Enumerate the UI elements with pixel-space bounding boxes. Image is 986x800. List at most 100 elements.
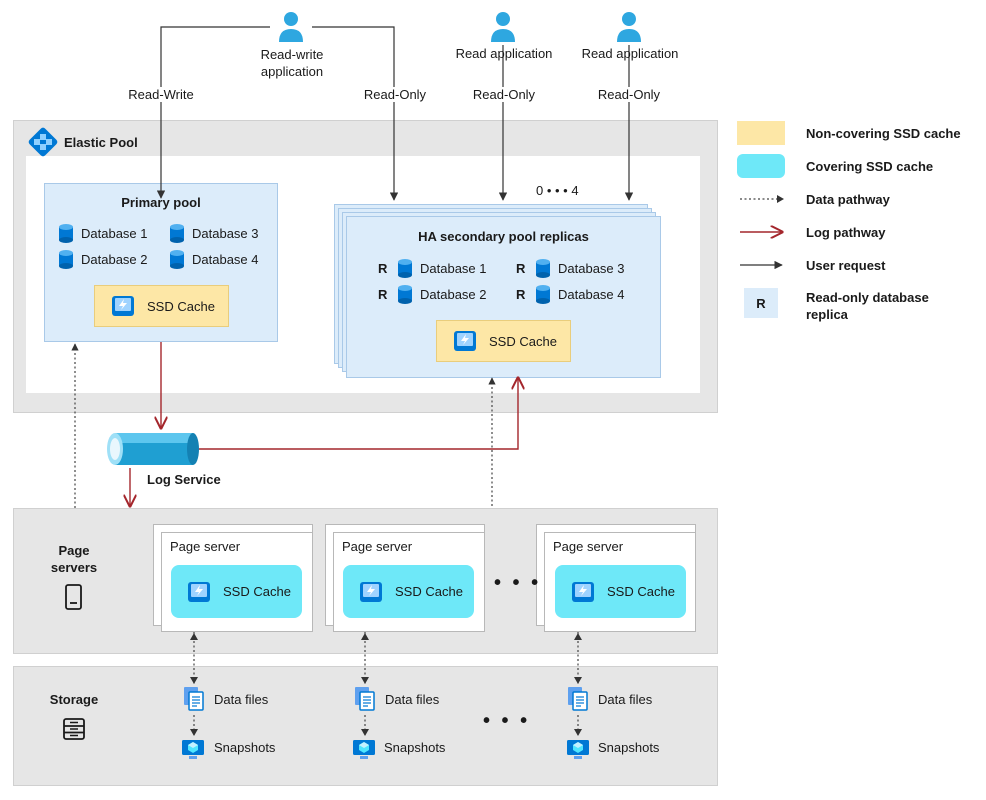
ssd-cache-label: SSD Cache [607, 584, 675, 599]
page-servers-title: Page servers [50, 543, 98, 575]
data-files-label: Data files [385, 692, 440, 707]
primary-db-label: Database 1 [81, 226, 148, 241]
primary-ssd-cache: SSD Cache [94, 285, 229, 327]
edge-label-read-only: Read-Only [356, 87, 434, 102]
ssd-cache-label: SSD Cache [147, 298, 215, 314]
secondary-db-4: R Database 4 [516, 285, 625, 304]
database-icon [59, 224, 73, 243]
log-path-service-to-replicas [196, 378, 518, 450]
storage-ellipsis: • • • [483, 710, 531, 732]
snapshots-icon [567, 740, 589, 759]
read-write-app-label: Read-write application [260, 47, 324, 79]
storage-icon [63, 718, 85, 740]
read-app-label: Read application [455, 46, 553, 61]
page-server-ssd-cache: SSD Cache [171, 565, 302, 618]
elastic-pool-icon [28, 127, 58, 157]
replica-range: 0 • • • 4 [536, 183, 579, 198]
data-path-file2-arrowhead [361, 729, 369, 736]
ssd-icon [454, 331, 476, 351]
log-service-pipe-icon [107, 433, 199, 465]
page-server-ssd-cache: SSD Cache [343, 565, 474, 618]
snapshots-icon [353, 740, 375, 759]
database-icon [398, 259, 412, 278]
edge-label-read-only: Read-Only [590, 87, 668, 102]
ssd-icon [112, 296, 134, 316]
legend-replica-label: Read-only database replica [806, 290, 929, 322]
secondary-db-label: Database 1 [420, 261, 487, 276]
replica-tag: R [516, 287, 526, 302]
legend-log-path-label: Log pathway [806, 225, 886, 240]
edge-label-read-only: Read-Only [465, 87, 543, 102]
secondary-db-2: R Database 2 [378, 285, 487, 304]
data-path-file1-arrowhead [190, 729, 198, 736]
secondary-ssd-cache: SSD Cache [436, 320, 571, 362]
database-icon [59, 250, 73, 269]
replica-tag: R [516, 261, 526, 276]
data-files-label: Data files [214, 692, 269, 707]
storage-title: Storage [49, 692, 99, 707]
data-path-ps3-arrowheads [574, 633, 582, 684]
legend-data-path-label: Data pathway [806, 192, 890, 207]
page-server-label: Page server [342, 539, 413, 554]
server-icon [65, 584, 82, 610]
legend-covering-swatch [737, 154, 785, 178]
page-server-ssd-cache: SSD Cache [555, 565, 686, 618]
legend-non-covering-label: Non-covering SSD cache [806, 126, 961, 141]
database-icon [536, 259, 550, 278]
replica-tag: R [378, 287, 388, 302]
data-files-icon [568, 687, 588, 711]
user-request-read-only-rw [312, 26, 399, 201]
primary-db-1: Database 1 [59, 224, 148, 243]
snapshots-icon [182, 740, 204, 759]
person-icon-read-write [279, 12, 303, 42]
secondary-db-label: Database 4 [558, 287, 625, 302]
database-icon [536, 285, 550, 304]
replica-tag: R [378, 261, 388, 276]
secondary-db-1: R Database 1 [378, 259, 487, 278]
data-files-icon [184, 687, 204, 711]
primary-db-3: Database 3 [170, 224, 259, 243]
ssd-cache-label: SSD Cache [489, 333, 557, 349]
elastic-pool-icon-cells [34, 134, 52, 150]
snapshots-label: Snapshots [214, 740, 276, 755]
page-servers-ellipsis: • • • [494, 572, 542, 594]
primary-db-label: Database 2 [81, 252, 148, 267]
database-icon [398, 285, 412, 304]
primary-pool-title: Primary pool [121, 195, 201, 210]
legend-replica-tag: R [756, 295, 766, 311]
data-files-icon [355, 687, 375, 711]
primary-db-label: Database 3 [192, 226, 259, 241]
secondary-pool-title: HA secondary pool replicas [418, 229, 589, 244]
primary-db-label: Database 4 [192, 252, 259, 267]
read-app-label: Read application [581, 46, 679, 61]
snapshots-label: Snapshots [384, 740, 446, 755]
database-icon [170, 224, 184, 243]
primary-db-4: Database 4 [170, 250, 259, 269]
secondary-db-label: Database 3 [558, 261, 625, 276]
secondary-db-label: Database 2 [420, 287, 487, 302]
legend-replica-swatch: R [744, 288, 778, 318]
ssd-icon [360, 581, 382, 602]
data-files-label: Data files [598, 692, 653, 707]
page-server-label: Page server [553, 539, 624, 554]
person-icon-read-1 [491, 12, 515, 42]
legend-data-path-arrowhead [777, 195, 784, 203]
page-server-label: Page server [170, 539, 241, 554]
user-request-read-write [156, 26, 270, 199]
ssd-cache-label: SSD Cache [395, 584, 463, 599]
person-icon-read-2 [617, 12, 641, 42]
data-path-ps2-arrowheads [361, 633, 369, 684]
secondary-db-3: R Database 3 [516, 259, 625, 278]
legend-non-covering-swatch [737, 121, 785, 145]
ssd-icon [188, 581, 210, 602]
data-path-file3-arrowhead [574, 729, 582, 736]
edge-label-read-write: Read-Write [117, 87, 205, 102]
log-service-label: Log Service [147, 472, 221, 487]
primary-db-2: Database 2 [59, 250, 148, 269]
ssd-cache-label: SSD Cache [223, 584, 291, 599]
legend-covering-label: Covering SSD cache [806, 159, 934, 174]
data-path-ps1-arrowheads [190, 633, 198, 684]
database-icon [170, 250, 184, 269]
snapshots-label: Snapshots [598, 740, 660, 755]
